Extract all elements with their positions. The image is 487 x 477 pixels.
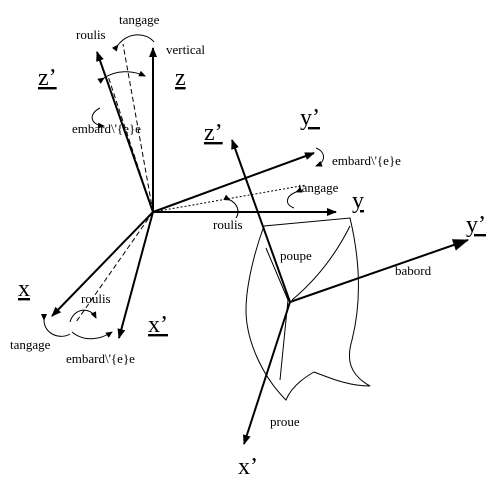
y-projection-dotted — [152, 184, 307, 213]
label-proue: proue — [270, 414, 300, 429]
roulis-arc-top — [97, 70, 146, 84]
label-embarde-left: embard\'{e}e — [72, 121, 141, 136]
label-tangage-bottom: tangage — [10, 337, 51, 352]
z-projection-dashed — [122, 43, 154, 213]
tangage-arc-top — [111, 34, 155, 52]
label-tangage-right: tangage — [298, 180, 339, 195]
roulis-arc-center — [223, 194, 239, 219]
label-roulis-top: roulis — [76, 27, 106, 42]
ship-x-prime-axis — [242, 301, 291, 445]
label-vertical: vertical — [166, 42, 205, 57]
label-roulis-center: roulis — [213, 217, 243, 232]
embarde-arc-left — [91, 107, 105, 129]
x-prime-axis — [117, 211, 154, 339]
embarde-arc-bottom — [71, 331, 113, 340]
y-prime-axis — [152, 152, 315, 213]
label-babord: babord — [395, 263, 432, 278]
x-axis — [51, 211, 154, 317]
ship-deck-line — [291, 225, 351, 301]
tangage-arc-bottom — [40, 313, 71, 337]
label-embarde-right: embard\'{e}e — [332, 153, 401, 168]
label-tangage-top: tangage — [119, 12, 160, 27]
label-poupe: poupe — [280, 248, 312, 263]
ship-hull — [245, 217, 371, 401]
label-x: x — [18, 276, 30, 302]
label-roulis-bottom: roulis — [81, 291, 111, 306]
ship-y-prime-axis — [289, 239, 469, 303]
label-z-prime-left: z’ — [38, 65, 57, 91]
roulis-arc-bottom — [69, 309, 97, 323]
x-projection-dashed — [75, 211, 154, 323]
label-y-prime-right: y’ — [466, 212, 486, 238]
ship-z-prime-axis — [231, 139, 291, 303]
label-y: y — [352, 188, 364, 214]
label-x-prime-left: x’ — [148, 312, 168, 338]
ship-keel-line — [265, 247, 289, 381]
label-z-prime-center: z’ — [204, 120, 223, 146]
label-z: z — [175, 65, 186, 91]
label-x-prime-bottom: x’ — [238, 454, 258, 477]
label-y-prime-upper: y’ — [300, 105, 320, 131]
label-embarde-bottom: embard\'{e}e — [66, 351, 135, 366]
tangage-arc-right — [287, 186, 303, 209]
embarde-arc-right — [315, 147, 324, 167]
